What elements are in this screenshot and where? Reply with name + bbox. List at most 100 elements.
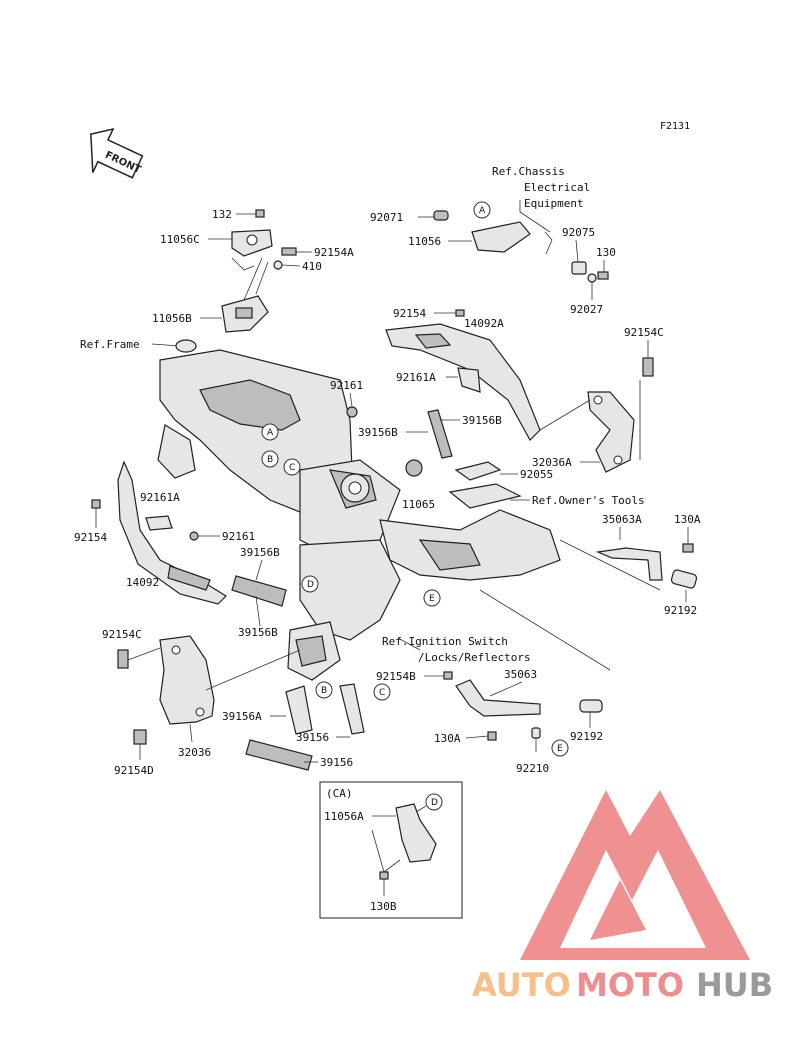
svg-text:39156A: 39156A: [222, 710, 262, 723]
svg-text:35063: 35063: [504, 668, 537, 681]
part-92192-right: 92192: [664, 569, 697, 617]
svg-text:39156: 39156: [296, 731, 329, 744]
part-92055: 92055: [454, 461, 553, 481]
svg-text:32036: 32036: [178, 746, 211, 759]
part-130a-right: 130A: [674, 513, 701, 553]
part-39156b-left: 39156B 39156B: [231, 546, 287, 639]
ref-owners-tools: Ref.Owner's Tools: [448, 483, 645, 509]
svg-text:E: E: [557, 744, 563, 754]
svg-text:92154C: 92154C: [102, 628, 142, 641]
svg-text:92161A: 92161A: [396, 371, 436, 384]
ref-chassis-electrical-3: Equipment: [524, 197, 584, 210]
part-39156-bottom: 39156: [245, 739, 353, 771]
part-92210: 92210: [516, 727, 549, 775]
ref-ignition-2: /Locks/Reflectors: [418, 651, 531, 664]
svg-text:92154C: 92154C: [624, 326, 664, 339]
part-11056: 11056: [408, 221, 531, 253]
svg-text:92192: 92192: [570, 730, 603, 743]
part-35063: 35063: [455, 668, 541, 717]
svg-text:39156B: 39156B: [240, 546, 280, 559]
part-92161a-left: 92161A: [140, 491, 180, 531]
svg-text:92192: 92192: [664, 604, 697, 617]
callout-d-frame: D: [301, 575, 319, 593]
part-92154-top: 92154: [393, 307, 465, 320]
svg-text:11056C: 11056C: [160, 233, 200, 246]
svg-text:92075: 92075: [562, 226, 595, 239]
part-11056b: 11056B: [152, 295, 269, 333]
callout-e-stand: E: [551, 739, 569, 757]
part-92161-left: 92161: [189, 530, 255, 543]
svg-text:130A: 130A: [674, 513, 701, 526]
ref-chassis-electrical-1: Ref.Chassis: [492, 165, 565, 178]
svg-text:410: 410: [302, 260, 322, 273]
svg-text:A: A: [479, 206, 486, 216]
svg-text:AUTO: AUTO: [472, 966, 571, 1004]
svg-text:92071: 92071: [370, 211, 403, 224]
callout-b-frame: B: [261, 450, 279, 468]
svg-text:130: 130: [596, 246, 616, 259]
part-39156: 39156: [296, 683, 365, 744]
callout-c-frame: C: [283, 458, 301, 476]
part-39156a: 39156A: [222, 685, 313, 735]
svg-text:11056B: 11056B: [152, 312, 192, 325]
svg-text:32036A: 32036A: [532, 456, 572, 469]
svg-text:92027: 92027: [570, 303, 603, 316]
svg-text:B: B: [321, 686, 327, 696]
svg-text:92161: 92161: [222, 530, 255, 543]
part-92027: 92027: [570, 273, 603, 316]
svg-text:HUB: HUB: [696, 966, 773, 1004]
part-92154c-left: 92154C: [102, 628, 142, 669]
part-32036: 32036: [159, 635, 215, 759]
part-132: 132: [212, 208, 265, 221]
svg-text:132: 132: [212, 208, 232, 221]
figure-code: F2131: [660, 121, 690, 132]
svg-text:11056: 11056: [408, 235, 441, 248]
part-92192-bottom: 92192: [570, 699, 603, 743]
svg-text:92055: 92055: [520, 468, 553, 481]
svg-text:Ref.Owner's Tools: Ref.Owner's Tools: [532, 494, 645, 507]
part-92154b: 92154B: [376, 670, 453, 683]
svg-text:92154A: 92154A: [314, 246, 354, 259]
svg-text:92154D: 92154D: [114, 764, 154, 777]
callout-a-top: A: [473, 201, 491, 219]
svg-text:C: C: [289, 463, 295, 473]
part-11065: 11065: [402, 459, 435, 511]
svg-text:92161: 92161: [330, 379, 363, 392]
part-130a-bottom: 130A: [434, 731, 497, 745]
part-92154-left: 92154: [74, 499, 107, 544]
part-92161-center: 92161: [330, 379, 363, 418]
callout-c-strip: C: [373, 683, 391, 701]
part-92154d: 92154D: [114, 729, 154, 777]
ref-chassis-electrical-2: Electrical: [524, 181, 590, 194]
watermark-text: AUTO MOTO HUB: [472, 966, 773, 1004]
svg-text:14092: 14092: [126, 576, 159, 589]
svg-text:39156B: 39156B: [358, 426, 398, 439]
part-92161a-right: 92161A: [396, 367, 481, 393]
svg-text:D: D: [431, 798, 438, 808]
part-35063a: 35063A: [595, 513, 663, 581]
svg-text:14092A: 14092A: [464, 317, 504, 330]
svg-text:A: A: [267, 428, 274, 438]
svg-text:39156: 39156: [320, 756, 353, 769]
callout-a-frame: A: [261, 423, 279, 441]
main-frame: [157, 349, 561, 681]
ref-ignition-1: Ref.Ignition Switch: [382, 635, 508, 648]
svg-text:11065: 11065: [402, 498, 435, 511]
callout-b-strip: B: [315, 681, 333, 699]
part-32036a: 32036A: [532, 391, 635, 473]
svg-text:11056A: 11056A: [324, 810, 364, 823]
svg-text:130B: 130B: [370, 900, 397, 913]
part-410: 410: [273, 260, 322, 273]
svg-text:35063A: 35063A: [602, 513, 642, 526]
front-arrow-icon: FRONT: [90, 127, 144, 179]
svg-text:B: B: [267, 455, 273, 465]
part-92075: 92075: [562, 226, 595, 275]
svg-text:92154B: 92154B: [376, 670, 416, 683]
svg-text:39156B: 39156B: [462, 414, 502, 427]
svg-text:92154: 92154: [393, 307, 426, 320]
inset-ca: (CA) 11056A D 130B: [319, 781, 463, 919]
svg-text:92210: 92210: [516, 762, 549, 775]
part-130: 130: [596, 246, 616, 280]
svg-text:D: D: [307, 580, 314, 590]
